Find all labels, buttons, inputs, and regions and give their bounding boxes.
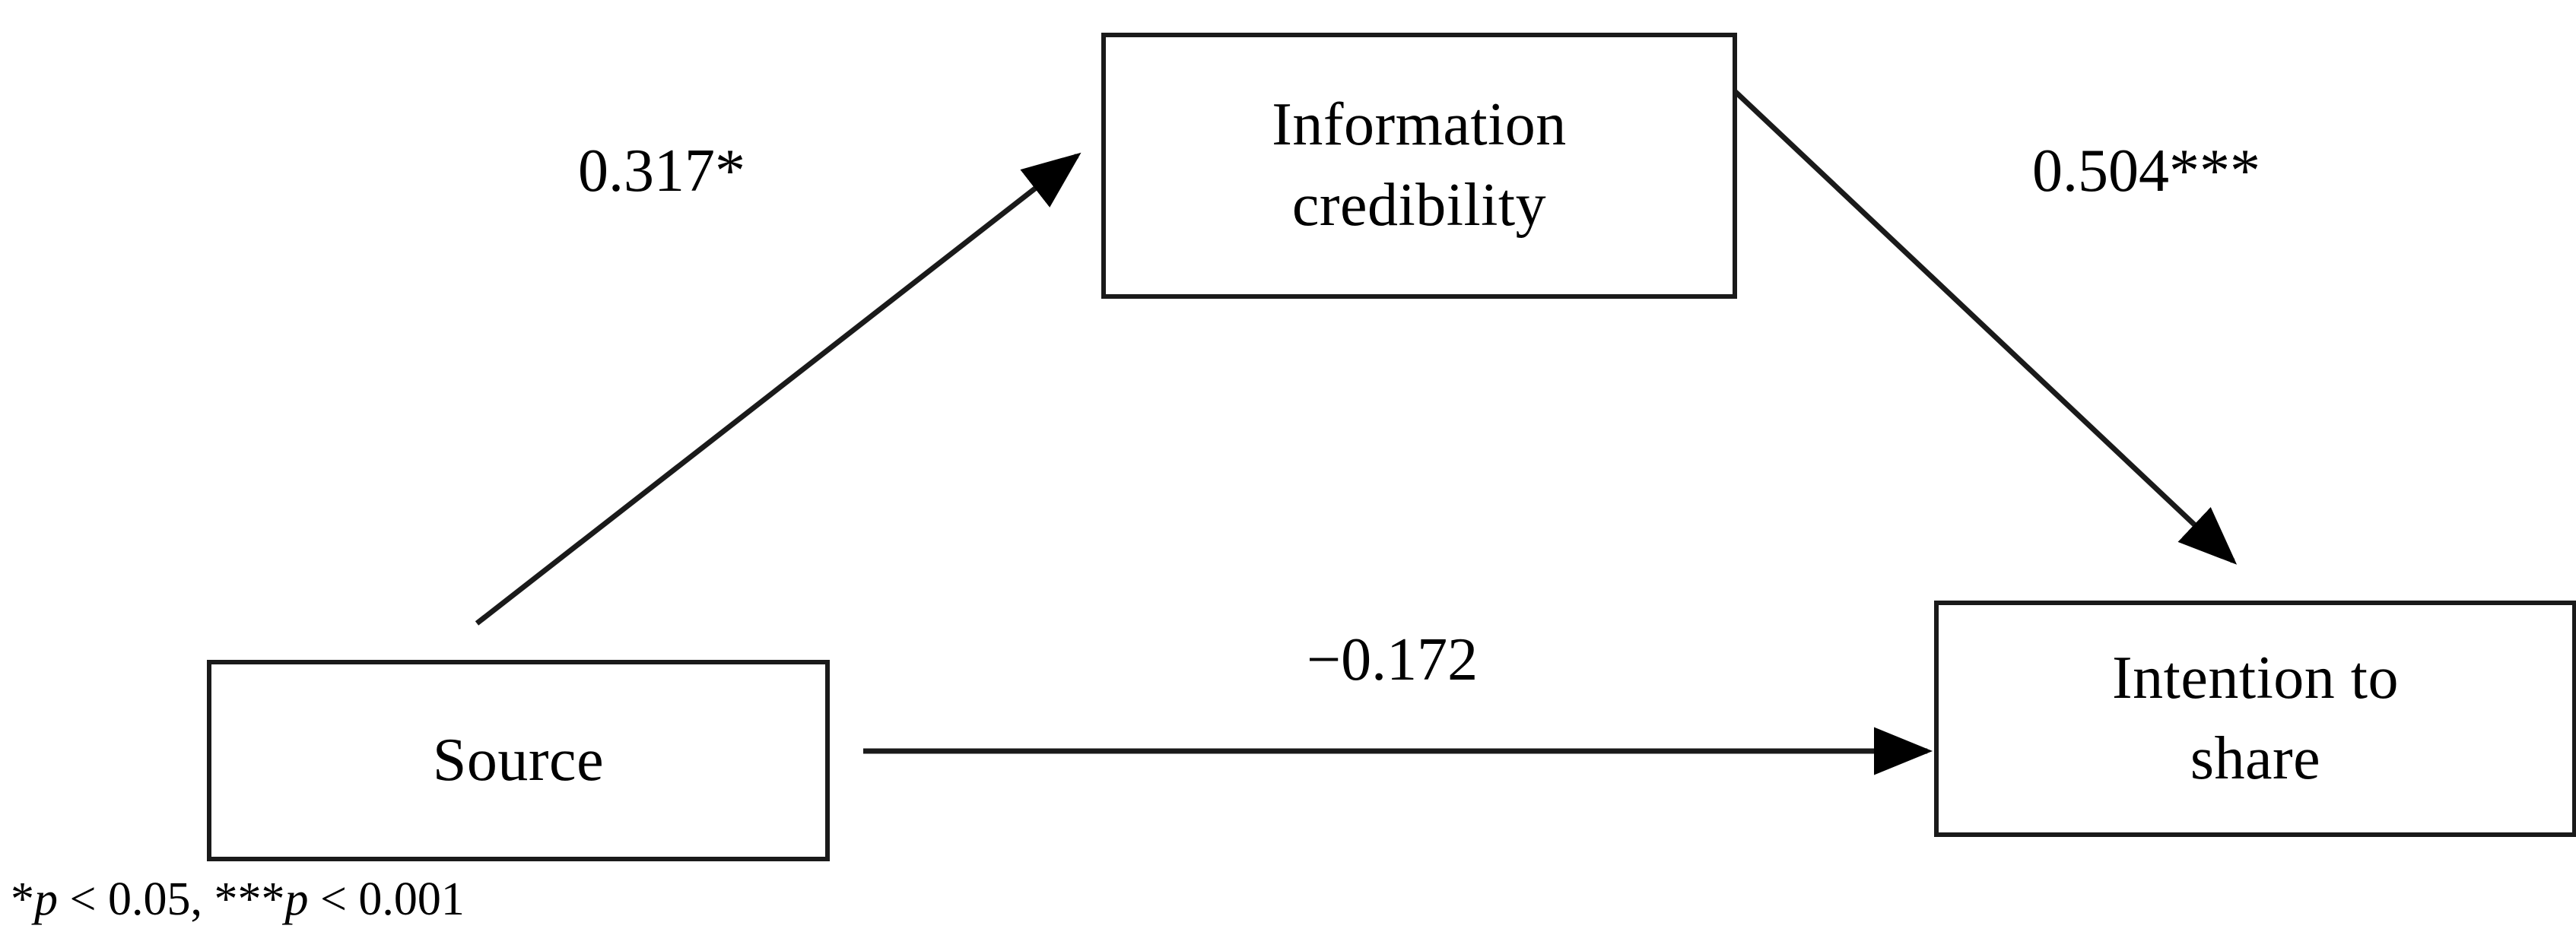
node-information-credibility: Information credibility — [1101, 33, 1737, 299]
footnote-star-one: * — [11, 873, 34, 925]
node-label-information-credibility: Information credibility — [1272, 91, 1567, 239]
significance-footnote: *p < 0.05, ***p < 0.001 — [11, 876, 465, 923]
arrow-source-to-credibility — [475, 152, 1082, 626]
node-label-intention-to-share: Intention to share — [2111, 644, 2400, 792]
path-coefficient-source-to-intention: −0.172 — [1307, 626, 1479, 693]
footnote-p-two: p — [284, 873, 309, 925]
node-source: Source — [207, 660, 830, 861]
path-coefficient-source-to-credibility: 0.317* — [578, 138, 745, 204]
footnote-text-two: < 0.001 — [308, 873, 465, 925]
node-intention-to-share: Intention to share — [1934, 601, 2576, 837]
footnote-p-one: p — [34, 873, 58, 925]
node-label-source: Source — [432, 726, 605, 794]
footnote-text-one: < 0.05, — [58, 873, 214, 925]
path-coefficient-credibility-to-intention: 0.504*** — [2032, 138, 2260, 204]
footnote-star-three: *** — [214, 873, 285, 925]
